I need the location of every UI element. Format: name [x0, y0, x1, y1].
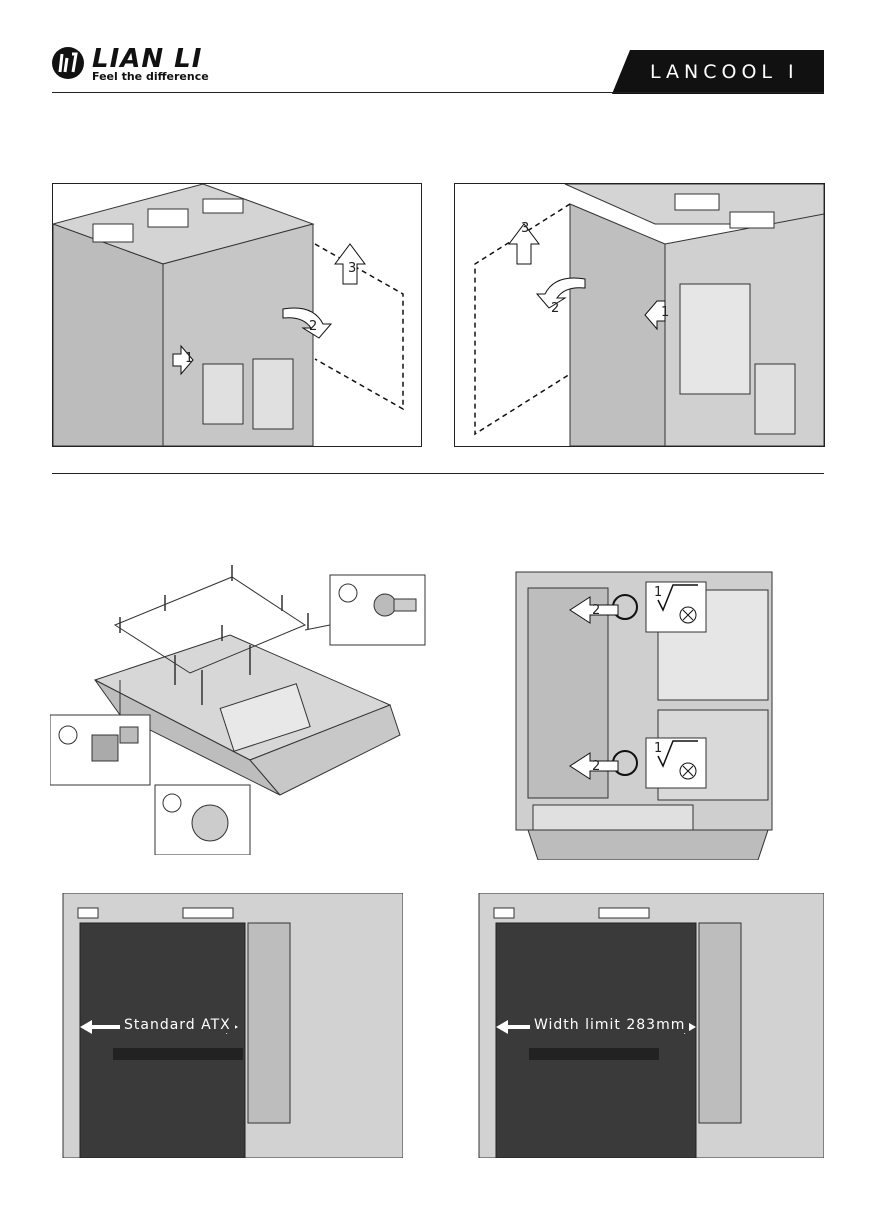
section-divider: [52, 473, 824, 474]
case-illustration: 3 2 1: [455, 184, 824, 446]
thumbscrew-icon: [192, 805, 228, 841]
figure-standard-atx: Standard ATX: [58, 893, 403, 1158]
step-2-label: 2: [551, 301, 559, 316]
figure-side-panel-removal-1: 1 2 3: [52, 183, 422, 447]
tray-front-illustration: 1 2 1 2: [508, 570, 780, 860]
lian-li-logo-icon: [50, 45, 86, 81]
model-name: LANCOOL I: [650, 61, 799, 83]
tray-illustration: [50, 555, 430, 855]
step-1-label: 1: [661, 305, 669, 320]
figure-side-panel-removal-2: 3 2 1: [454, 183, 825, 447]
header: LIAN LI Feel the difference LANCOOL I: [0, 0, 876, 100]
step-1-label-top: 1: [654, 585, 662, 600]
step-2-label-top: 2: [592, 603, 600, 618]
brand-tagline: Feel the difference: [92, 70, 209, 83]
case-illustration: 1 2 3: [53, 184, 421, 446]
step-1-label: 1: [185, 351, 193, 366]
step-1-label-bottom: 1: [654, 741, 662, 756]
width-limit-caption: Width limit 283mm: [530, 1017, 689, 1033]
step-2-label: 2: [309, 319, 317, 334]
figure-width-limit: Width limit 283mm: [474, 893, 824, 1158]
atx-caption: Standard ATX: [120, 1017, 235, 1033]
step-3-label: 3: [348, 261, 356, 276]
step-2-label-bottom: 2: [592, 759, 600, 774]
step-3-label: 3: [521, 221, 529, 236]
figure-motherboard-tray-standoffs: [50, 555, 430, 855]
figure-tray-screw-removal: 1 2 1 2: [508, 570, 780, 860]
header-divider: [52, 92, 824, 93]
